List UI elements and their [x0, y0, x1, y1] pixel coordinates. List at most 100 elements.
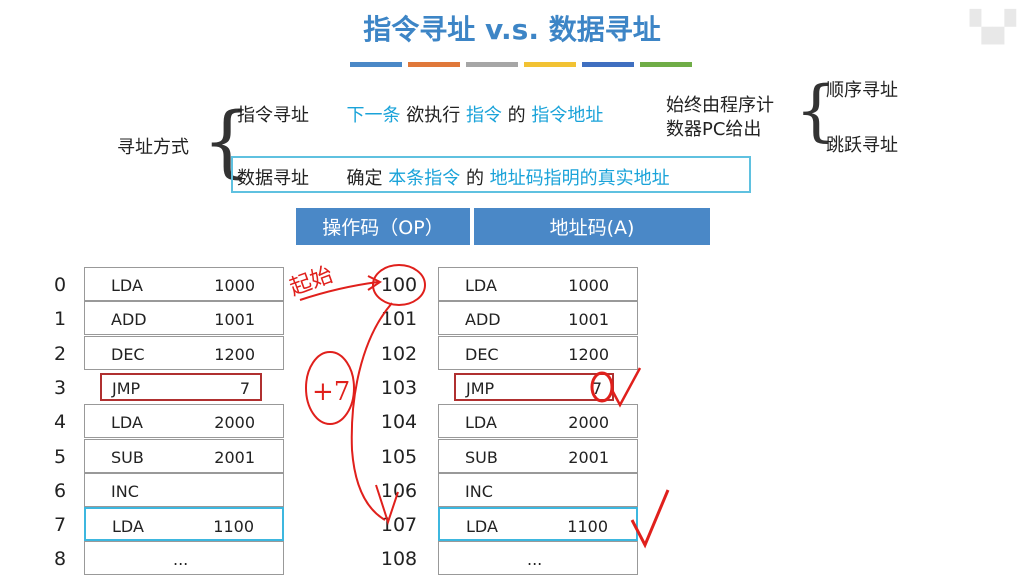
- data-addressing-box: [231, 156, 751, 193]
- left-table-row: ...: [84, 541, 284, 576]
- address-cell: 7: [591, 378, 602, 398]
- memory-address: 108: [380, 548, 418, 571]
- address-cell: 1100: [567, 517, 608, 537]
- data-addressing-row: 数据寻址 确定 本条指令 的 地址码指明的真实地址: [237, 164, 670, 190]
- pc-note-line2: 数器PC给出: [666, 119, 762, 140]
- data-this-instr: 本条指令: [388, 168, 461, 189]
- row-number: 3: [53, 376, 67, 399]
- opcode-header: 操作码（OP）: [296, 208, 470, 245]
- stripe-1: [350, 62, 402, 67]
- instr-execute: 欲执行: [406, 105, 461, 126]
- memory-address: 105: [380, 445, 418, 468]
- memory-address: 100: [380, 274, 418, 296]
- address-cell: 1100: [213, 517, 254, 537]
- row-number: 4: [53, 411, 67, 434]
- address-code-header: 地址码(A): [474, 208, 710, 245]
- start-arrow: [299, 281, 379, 301]
- right-table-row: ADD 1001: [438, 301, 638, 336]
- instr-next: 下一条: [346, 105, 401, 126]
- opcode-cell: ...: [173, 550, 189, 570]
- address-cell: 1200: [214, 344, 255, 364]
- pc-note-line1: 始终由程序计: [666, 95, 774, 116]
- memory-address: 107: [380, 514, 418, 537]
- data-addressing-name: 数据寻址: [237, 168, 309, 189]
- opcode-cell: ADD: [465, 310, 501, 330]
- memory-address: 103: [380, 376, 418, 399]
- opcode-cell: INC: [465, 481, 493, 501]
- address-cell: 1001: [214, 310, 255, 330]
- jump-addressing: 跳跃寻址: [826, 135, 898, 156]
- left-table-row: LDA 1100: [84, 507, 284, 542]
- circle-7: [590, 371, 614, 403]
- stripe-2: [408, 62, 460, 67]
- check-mark-2: [630, 489, 670, 549]
- instr-addressing-row: 指令寻址 下一条 欲执行 指令 的 指令地址: [237, 101, 603, 127]
- addressing-mode-label: 寻址方式: [117, 137, 189, 158]
- memory-address: 102: [380, 342, 418, 365]
- instr-addressing-name: 指令寻址: [237, 105, 309, 126]
- circle-100: [372, 264, 426, 306]
- address-cell: 1000: [214, 276, 255, 295]
- row-number: 1: [53, 308, 67, 331]
- opcode-cell: INC: [111, 481, 139, 501]
- address-cell: 2000: [214, 413, 255, 433]
- stripe-3: [466, 62, 518, 67]
- memory-address: 104: [380, 411, 418, 434]
- left-brace: {: [202, 97, 252, 187]
- left-table-row: LDA 2000: [84, 404, 284, 439]
- opcode-cell: SUB: [465, 447, 498, 467]
- left-table-row: JMP 7: [100, 372, 262, 401]
- left-table-row: SUB 2001: [84, 438, 284, 473]
- opcode-cell: DEC: [465, 344, 499, 364]
- address-cell: 7: [239, 378, 250, 398]
- stripe-4: [524, 62, 576, 67]
- right-table-row: LDA 2000: [438, 404, 638, 439]
- stripe-6: [640, 62, 692, 67]
- row-number: 7: [53, 514, 67, 537]
- right-brace: {: [795, 72, 837, 149]
- stripe-5: [582, 62, 634, 67]
- address-cell: 1000: [568, 276, 609, 295]
- row-number: 0: [53, 274, 67, 296]
- right-table-row: ...: [438, 541, 638, 576]
- row-number: 8: [53, 548, 67, 571]
- opcode-cell: JMP: [466, 378, 495, 398]
- row-number: 2: [53, 342, 67, 365]
- opcode-cell: LDA: [111, 413, 143, 433]
- right-table-row: INC: [438, 472, 638, 507]
- right-table-row: JMP 7: [454, 372, 614, 401]
- check-mark-1: [610, 367, 642, 408]
- address-cell: 1001: [568, 310, 609, 330]
- opcode-cell: JMP: [112, 378, 141, 398]
- address-cell: 2000: [568, 413, 609, 433]
- right-table-row: LDA 1100: [438, 507, 638, 542]
- instr-address: 指令地址: [531, 105, 604, 126]
- row-number: 5: [53, 445, 67, 468]
- right-table-row: DEC 1200: [438, 335, 638, 370]
- instr-word: 指令: [465, 105, 502, 126]
- jump-curve: [350, 302, 393, 521]
- opcode-cell: SUB: [111, 447, 144, 467]
- watermark-logo: ▚▞: [969, 10, 1016, 45]
- left-table-row: DEC 1200: [84, 335, 284, 370]
- page-title: 指令寻址 v.s. 数据寻址: [363, 13, 661, 46]
- memory-address: 106: [380, 479, 418, 502]
- opcode-cell: LDA: [466, 517, 498, 537]
- left-table-row: INC: [84, 472, 284, 507]
- opcode-cell: LDA: [112, 517, 144, 537]
- address-cell: 2001: [214, 447, 255, 467]
- address-cell: 1200: [568, 344, 609, 364]
- opcode-cell: ...: [527, 550, 543, 570]
- jump-arrowhead: [375, 484, 399, 526]
- opcode-cell: LDA: [465, 413, 497, 433]
- memory-address: 101: [380, 308, 418, 331]
- instr-de: 的: [507, 105, 526, 126]
- start-arrowhead: [367, 275, 382, 291]
- row-number: 6: [53, 479, 67, 502]
- opcode-cell: DEC: [111, 344, 145, 364]
- data-determine: 确定: [346, 168, 383, 189]
